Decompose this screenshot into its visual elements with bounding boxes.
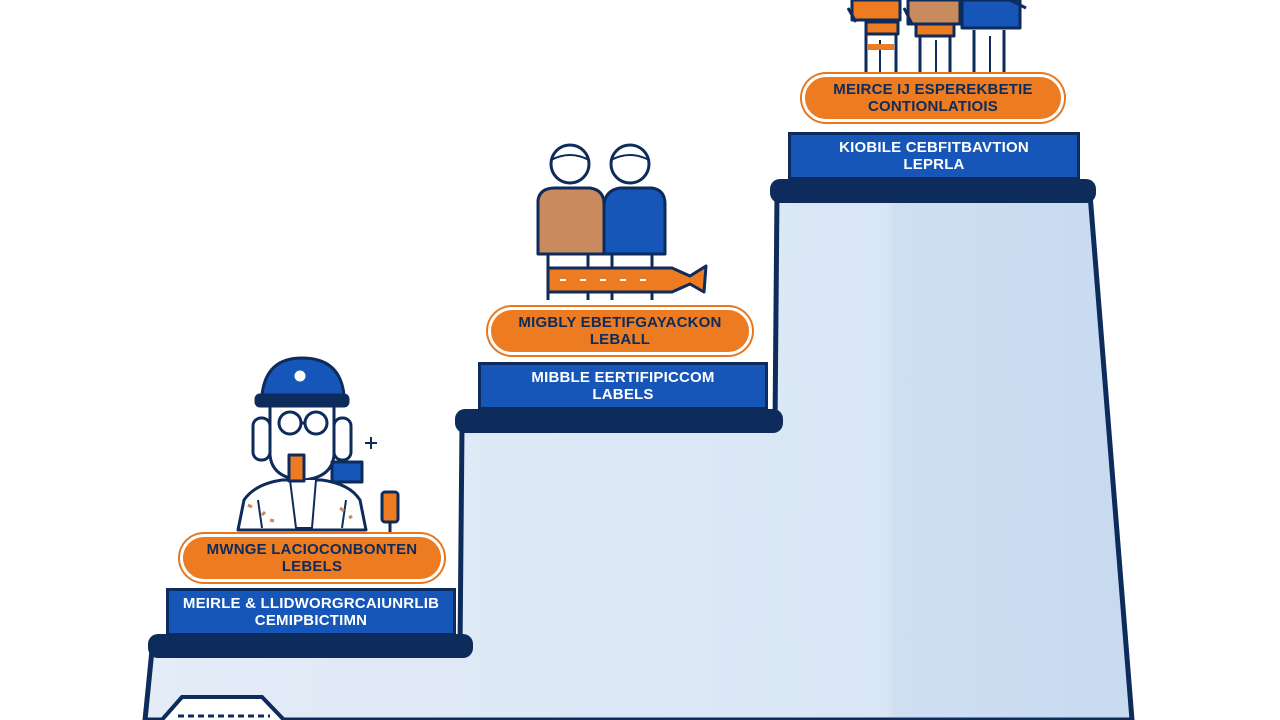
step-3-pill-label: MEIRCE IJ ESPEREKBETIE CONTIONLATIOIS	[802, 74, 1064, 122]
step-2-plate-line-2: LABELS	[592, 386, 654, 403]
two-people-icon	[536, 143, 708, 300]
step-3-plate-line-1: KIOBILE CEBFITBAVTION	[839, 138, 1029, 156]
step-ledge-1	[148, 634, 473, 658]
step-1-plate-line-1: MEIRLE & LLIDWORGRCAIUNRLIB	[182, 594, 440, 612]
step-1-plate-label: MEIRLE & LLIDWORGRCAIUNRLIB CEMIPBICTIMN	[166, 588, 456, 636]
worker-with-cap-icon	[236, 356, 400, 532]
step-2-pill-label: MIGBLY EBETIFGAYACKON LEBALL	[488, 307, 752, 355]
step-3-plate-label: KIOBILE CEBFITBAVTION LEPRLA	[788, 132, 1080, 180]
step-2-pill-line-2: LEBALL	[589, 331, 651, 348]
team-group-icon	[846, 0, 1027, 72]
step-2-pill-line-1: MIGBLY EBETIFGAYACKON	[518, 313, 722, 331]
step-1-pill-label: MWNGE LACIOCONBONTEN LEBELS	[180, 534, 444, 582]
step-2-plate-label: MIBBLE EERTIFIPICCOM LABELS	[478, 362, 768, 410]
hexagon-badge-icon	[159, 695, 287, 720]
step-1-pill-line-1: MWNGE LACIOCONBONTEN	[206, 540, 418, 558]
step-ledge-3	[770, 179, 1096, 203]
step-3-pill-line-1: MEIRCE IJ ESPEREKBETIE	[833, 80, 1033, 98]
step-2-plate-line-1: MIBBLE EERTIFIPICCOM	[531, 368, 715, 386]
step-3-plate-line-2: LEPRLA	[903, 156, 965, 173]
step-3-pill-line-2: CONTIONLATIOIS	[867, 98, 998, 115]
step-1-pill-line-2: LEBELS	[281, 558, 343, 575]
step-1-plate-line-2: CEMIPBICTIMN	[254, 612, 368, 629]
step-ledge-2	[455, 409, 783, 433]
